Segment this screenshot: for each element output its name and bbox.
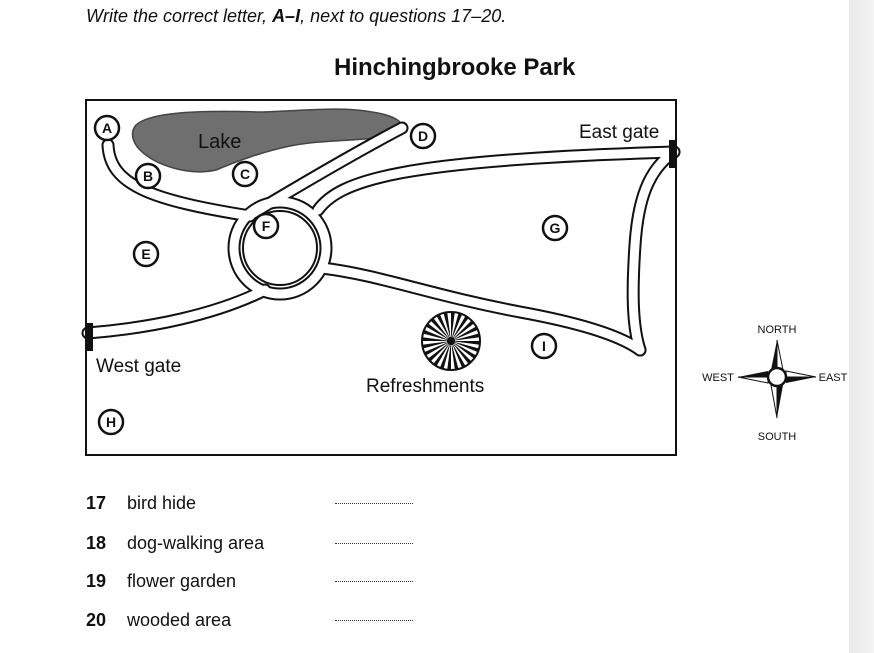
marker-i-circle — [530, 332, 558, 360]
compass-east: EAST — [819, 372, 848, 384]
refreshments-icon-ray — [436, 314, 451, 341]
question-number: 20 — [86, 610, 107, 630]
refreshments-icon-ray — [425, 323, 451, 341]
refreshments-icon-ray — [451, 341, 459, 370]
marker-d-circle — [409, 122, 437, 150]
marker-a: A — [102, 120, 112, 136]
marker-c: C — [240, 166, 250, 182]
refreshments-icon-ray — [422, 341, 451, 349]
refreshments-label: Refreshments — [366, 376, 484, 397]
refreshments-icon-ray — [430, 317, 451, 341]
marker-g: G — [550, 220, 561, 236]
west-gate-marker — [85, 323, 93, 351]
refreshments-icon-ray — [451, 341, 466, 368]
marker-g-circle — [541, 214, 569, 242]
refreshments-icon-ring — [421, 311, 481, 371]
marker-c-circle — [231, 160, 259, 188]
question-number: 18 — [86, 533, 107, 553]
marker-d: D — [418, 128, 428, 144]
marker-h-circle — [97, 408, 125, 436]
compass-south: SOUTH — [758, 431, 797, 443]
marker-a-circle — [93, 114, 121, 142]
marker-e-circle — [132, 240, 160, 268]
compass-north: NORTH — [758, 324, 797, 336]
map-frame — [85, 99, 677, 456]
question-number: 19 — [86, 571, 107, 591]
answer-blank[interactable] — [335, 581, 413, 582]
refreshments-icon-ray — [451, 315, 469, 341]
refreshments-icon-ray — [451, 326, 478, 341]
map-title: Hinchingbrooke Park — [334, 54, 576, 81]
compass-rose — [737, 339, 817, 419]
refreshments-icon-ray — [451, 341, 480, 345]
east-gate-marker — [669, 140, 677, 168]
marker-i: I — [542, 338, 546, 354]
refreshments-icon-ray — [451, 341, 480, 353]
west-gate-label: West gate — [96, 356, 181, 377]
refreshments-icon-ray — [451, 312, 455, 341]
refreshments-icon-ray — [451, 341, 477, 359]
refreshments-icon-ray — [427, 341, 451, 362]
letter-markers: A B C D E F G H I — [93, 114, 569, 436]
question-label: dog-walking area — [127, 533, 265, 553]
refreshments-icon-ray — [451, 320, 475, 341]
east-gate-label: East gate — [579, 122, 659, 143]
refreshments-icon-ray — [422, 329, 451, 341]
refreshments-icon — [421, 311, 481, 371]
marker-f-circle — [252, 212, 280, 240]
refreshments-icon-ray — [424, 341, 451, 356]
refreshments-icon-ray — [451, 341, 472, 365]
question-number: 17 — [86, 493, 107, 513]
marker-b: B — [143, 168, 153, 184]
refreshments-icon-ray — [422, 337, 451, 341]
marker-b-circle — [134, 162, 162, 190]
refreshments-icon-ray — [439, 341, 451, 370]
refreshments-icon-hub — [447, 337, 455, 345]
marker-f: F — [262, 218, 271, 234]
marker-h: H — [106, 414, 116, 430]
answer-blank[interactable] — [335, 620, 413, 621]
refreshments-icon-ray — [451, 333, 480, 341]
refreshments-icon-ray — [447, 341, 451, 370]
lake — [131, 108, 403, 173]
refreshments-icon-ray — [443, 312, 451, 341]
path-fills — [83, 123, 679, 355]
marker-e: E — [141, 246, 150, 262]
refreshments-icon-ray — [451, 312, 463, 341]
answer-blank[interactable] — [335, 543, 413, 544]
lake-label: Lake — [198, 131, 241, 153]
compass-west: WEST — [702, 372, 734, 384]
refreshments-icon-ray — [433, 341, 451, 367]
answer-blank[interactable] — [335, 503, 413, 504]
page-edge-shade — [849, 0, 874, 653]
question-label: bird hide — [127, 493, 197, 513]
instruction-text: Write the correct letter, A–I, next to q… — [86, 6, 507, 26]
question-label: flower garden — [127, 571, 237, 591]
question-label: wooded area — [127, 610, 232, 630]
